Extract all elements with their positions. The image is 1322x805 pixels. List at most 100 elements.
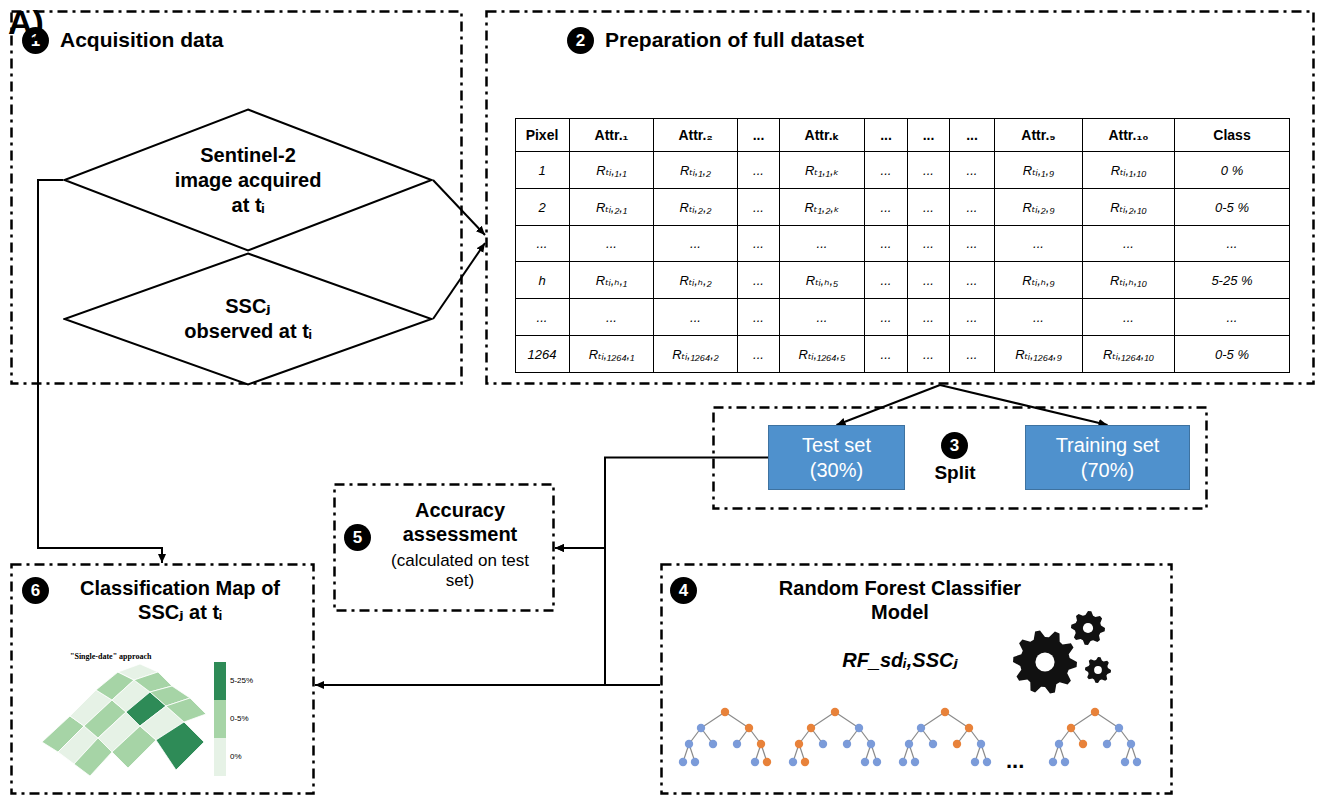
box-heading: Classification Map of SSCⱼ at tᵢ xyxy=(55,576,305,624)
step-box: Classification Map of SSCⱼ at tᵢ6 xyxy=(10,563,315,795)
table-header: ... xyxy=(966,127,978,143)
tree-branch xyxy=(945,712,969,728)
table-cell: ... xyxy=(780,226,865,262)
tree-node xyxy=(697,724,705,732)
table-cell: ... xyxy=(995,226,1083,262)
table-value: ... xyxy=(923,273,934,288)
connector xyxy=(555,548,660,685)
table-cell: Rₜᵢ,ₕ,₁ xyxy=(570,262,654,299)
table-cell: ... xyxy=(865,262,908,299)
tree-node xyxy=(911,758,919,766)
table-value: ... xyxy=(881,273,892,288)
table-cell: ... xyxy=(1175,226,1290,262)
table-cell: ... xyxy=(570,226,654,262)
step-box: Accuracy assessment(calculated on test s… xyxy=(333,483,555,612)
gear xyxy=(1071,611,1105,645)
table-header: ... xyxy=(753,127,765,143)
diamond-shape xyxy=(65,110,432,251)
table-value: ... xyxy=(606,310,617,325)
table-header: Attr.₁ xyxy=(595,127,629,143)
connector xyxy=(555,458,768,549)
table-cell: Rₜ₁,₁,ₖ xyxy=(780,152,865,189)
table-header: Attr.₁₀ xyxy=(1108,127,1148,143)
box-heading: Preparation of full dataset xyxy=(605,27,1105,52)
table-value: ... xyxy=(753,236,764,251)
table-cell: 2 xyxy=(515,189,570,226)
table-value: ... xyxy=(881,347,892,362)
table-cell: ... xyxy=(738,152,780,189)
table-value: 1264 xyxy=(528,347,557,362)
map-legend: 5-25%0-5%0% xyxy=(214,662,274,782)
table-cell: Rₜᵢ,₂,₁₀ xyxy=(1083,189,1175,226)
table-value: 5-25 % xyxy=(1211,273,1252,288)
table-cell: ... xyxy=(1175,299,1290,336)
table-value: ... xyxy=(753,200,764,215)
table-value: ... xyxy=(967,310,978,325)
table-header: Attr.ₖ xyxy=(805,127,840,143)
tree-node xyxy=(1133,758,1141,766)
table-value: Rₜᵢ,₁₂₆₄,₁ xyxy=(589,347,635,362)
text-holder: 4 xyxy=(670,577,697,604)
table-value: Rₜᵢ,₁,₁₀ xyxy=(1111,163,1147,178)
ellipsis-note: ... xyxy=(1006,748,1024,774)
table-value: Rₜᵢ,₁₂₆₄,₁₀ xyxy=(1103,347,1154,362)
table-value: Rₜ₁,₁,ₖ xyxy=(805,163,839,178)
table-cell: Rₜᵢ,₁₂₆₄,₅ xyxy=(780,336,865,373)
tree-node xyxy=(819,740,827,748)
table-cell: ... xyxy=(738,336,780,373)
table-value: 0 % xyxy=(1221,163,1243,178)
table-cell: ... xyxy=(738,189,780,226)
table-cell: ... xyxy=(654,299,738,336)
legend-text: 0% xyxy=(230,752,242,762)
tree-node xyxy=(873,758,881,766)
table-value: ... xyxy=(881,163,892,178)
text-holder: 3 xyxy=(941,432,968,459)
tree-node xyxy=(691,758,699,766)
table-value: Rₜᵢ,₂,₂ xyxy=(680,200,712,215)
table-cell: Rₜᵢ,ₕ,₉ xyxy=(995,262,1083,299)
table-cell: ... xyxy=(865,189,908,226)
text-holder: 2 xyxy=(567,27,594,54)
box-heading: Accuracy assessment xyxy=(375,498,545,546)
table-cell: Attr.₂ xyxy=(654,118,738,152)
table-value: 1 xyxy=(538,163,545,178)
table-cell: Rₜᵢ,₁₂₆₄,₂ xyxy=(654,336,738,373)
table-cell: Rₜᵢ,₁,₉ xyxy=(995,152,1083,189)
table-value: ... xyxy=(923,163,934,178)
border-line xyxy=(335,485,554,611)
table-value: ... xyxy=(923,310,934,325)
table-value: h xyxy=(538,273,545,288)
tree-node xyxy=(807,724,815,732)
table-value: Rₜᵢ,₂,₁₀ xyxy=(1110,200,1147,215)
table-cell: Rₜᵢ,₁,₂ xyxy=(654,152,738,189)
tree-node xyxy=(1115,724,1123,732)
box-heading: Split xyxy=(915,462,995,485)
text-holder: Sentinel-2 image acquired at tᵢ xyxy=(63,108,433,252)
table-value: Rₜᵢ,₁₂₆₄,₅ xyxy=(799,347,846,362)
gear-hole xyxy=(1094,666,1102,674)
callout-text: 4 xyxy=(679,580,688,601)
table-value: ... xyxy=(967,236,978,251)
tree-node xyxy=(733,740,741,748)
table-value: ... xyxy=(690,310,701,325)
tree-node xyxy=(1079,740,1087,748)
tree-node xyxy=(679,758,687,766)
table-cell: ... xyxy=(908,226,950,262)
table-cell: Class xyxy=(1175,118,1290,152)
table-cell: Attr.₁ xyxy=(570,118,654,152)
box-text: RF_sdᵢ,SSCⱼ xyxy=(760,648,1040,672)
tree-node xyxy=(763,758,771,766)
table-value: 0-5 % xyxy=(1215,200,1249,215)
tree-branch xyxy=(835,712,859,728)
gear-hole xyxy=(1035,652,1054,671)
field xyxy=(74,738,112,776)
box-text: Training set (70%) xyxy=(1033,433,1182,483)
table-header: ... xyxy=(880,127,892,143)
gear xyxy=(1013,630,1077,693)
table-header: Class xyxy=(1213,127,1250,143)
table-value: ... xyxy=(690,236,701,251)
tree-node xyxy=(789,758,797,766)
table-value: Rₜᵢ,ₕ,₂ xyxy=(679,273,711,288)
table-cell: ... xyxy=(995,299,1083,336)
table-value: Rₜᵢ,ₕ,₉ xyxy=(1022,273,1054,288)
